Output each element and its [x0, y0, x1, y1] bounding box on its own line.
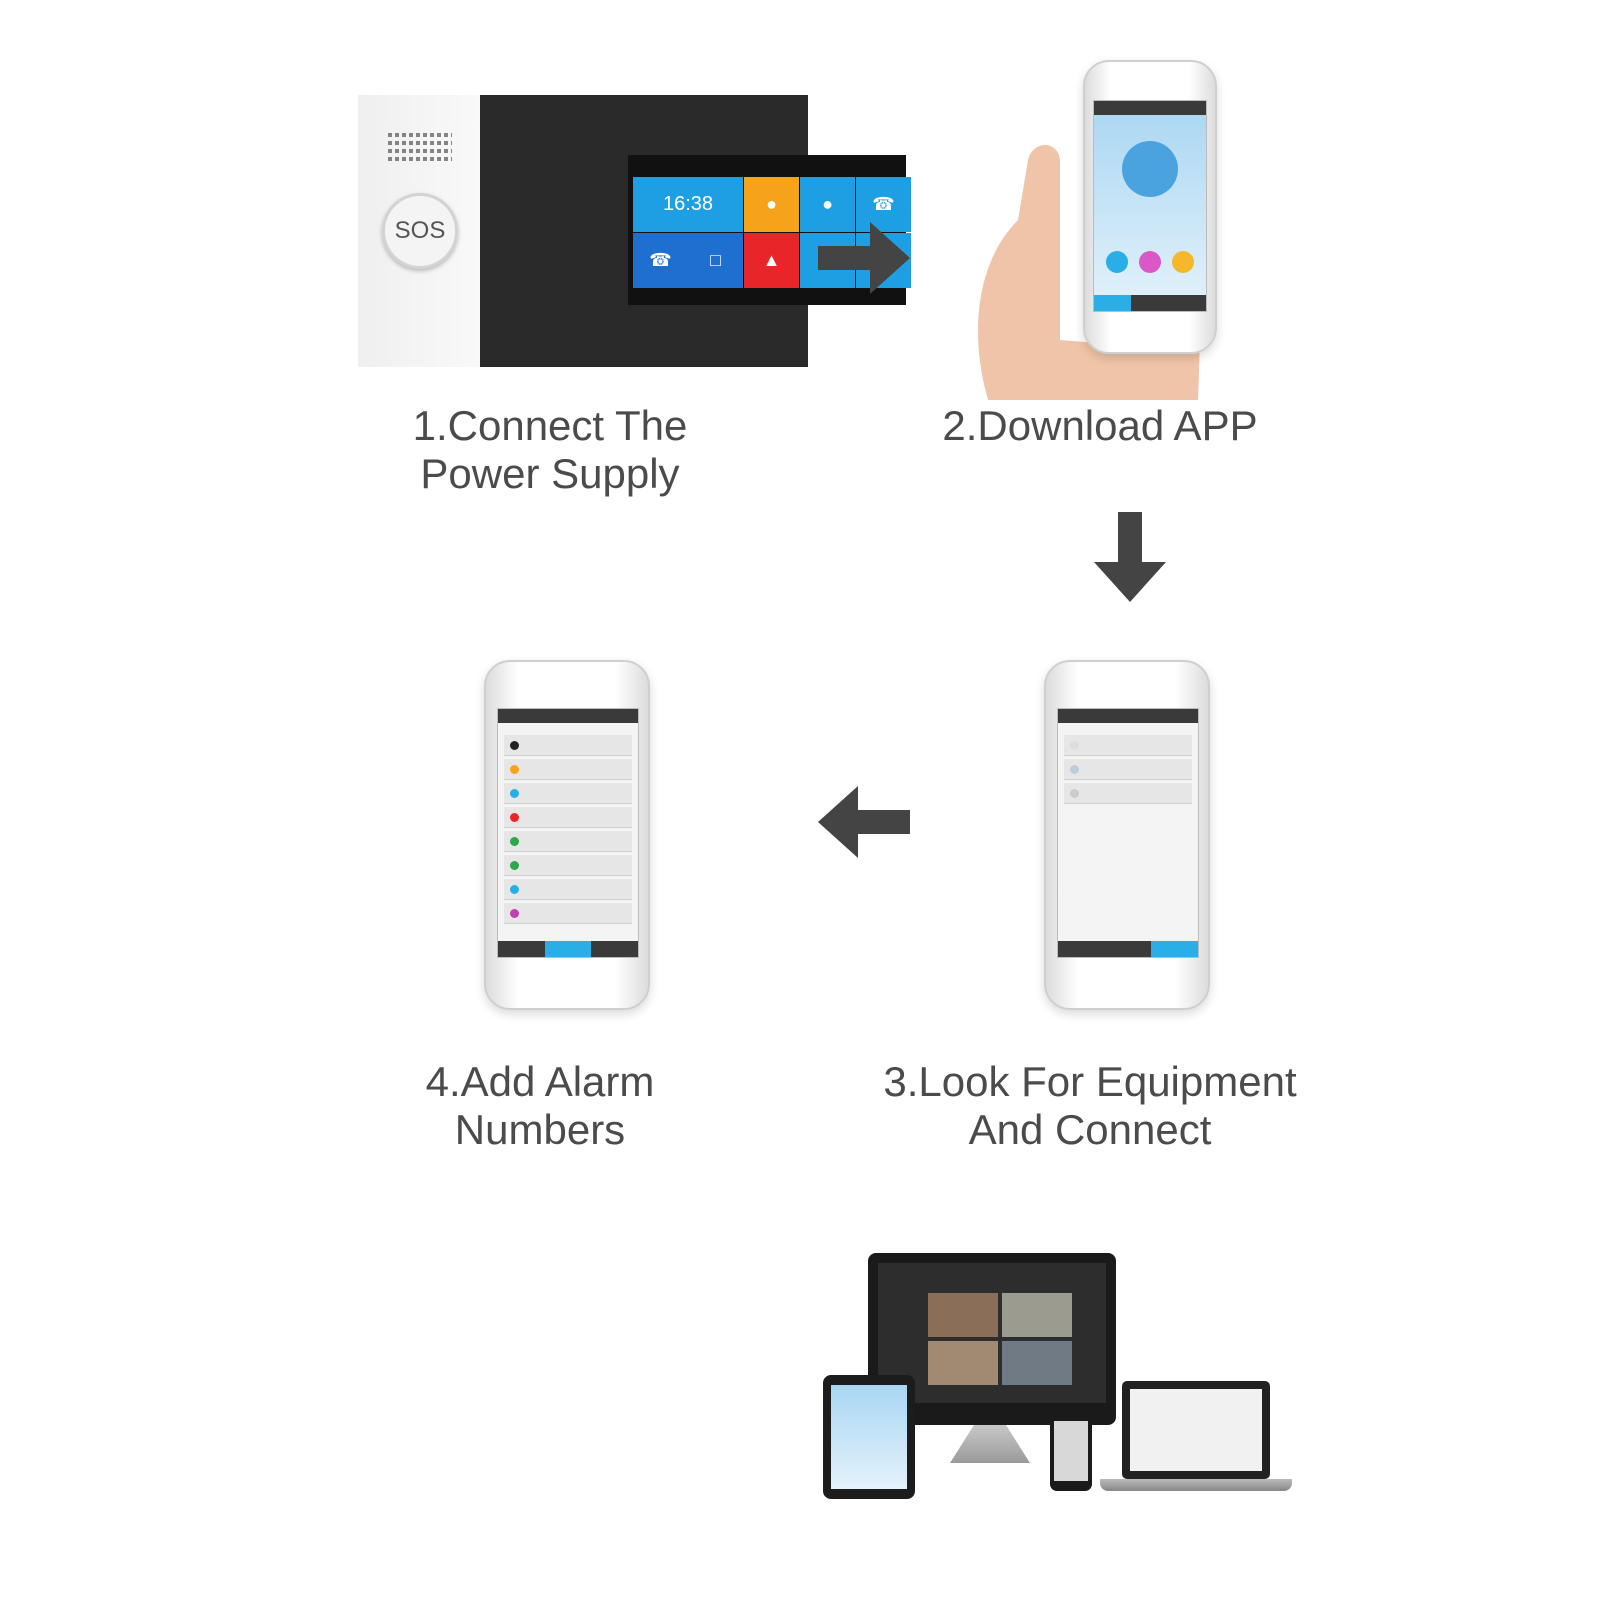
status-bar [1094, 101, 1206, 115]
hand-image [978, 145, 1211, 400]
panel-clock: 16:38 [662, 193, 714, 215]
step-4-caption: 4.Add Alarm Numbers [380, 1058, 700, 1154]
list-item [504, 735, 632, 756]
step-1-caption: 1.Connect The Power Supply [380, 402, 720, 498]
control-dial-icon [1122, 141, 1178, 197]
phone-equipment [1044, 660, 1210, 1010]
step-4-line-2: Numbers [454, 1106, 626, 1153]
arrow-right-icon [818, 222, 910, 294]
panel-side: SOS [358, 95, 480, 367]
phone-icon: ☎ [633, 233, 688, 288]
step-1-line-2: Power Supply [420, 450, 680, 497]
list-item [1064, 759, 1192, 780]
app-button-icon [1139, 251, 1161, 273]
step-3-line-2: And Connect [968, 1106, 1212, 1153]
status-bar [498, 709, 638, 723]
list-item [504, 903, 632, 924]
list-item [504, 831, 632, 852]
smart-home-screen [1057, 708, 1199, 958]
tablet [823, 1375, 915, 1499]
app-button-icon [1172, 251, 1194, 273]
list-item [1064, 783, 1192, 804]
message-icon: □ [688, 233, 743, 288]
small-phone [1050, 1413, 1092, 1491]
step-2-line-1: 2.Download APP [942, 402, 1258, 449]
alarm-control-panel: SOS 16:38 ● ● ☎ ☎ □ ▲ ⌂ ○ [358, 95, 911, 367]
sos-button: SOS [382, 193, 458, 269]
monitor-stand [950, 1425, 1030, 1463]
list-item [504, 807, 632, 828]
list-item [504, 855, 632, 876]
siren-icon: ▲ [744, 233, 799, 288]
list-item [504, 759, 632, 780]
laptop [1122, 1381, 1270, 1479]
status-bar [1058, 709, 1198, 723]
phone-download [1083, 60, 1217, 354]
laptop-base [1100, 1479, 1292, 1491]
step-1-line-1: 1.Connect The [412, 402, 688, 449]
list-item [1064, 735, 1192, 756]
lock-icon: ● [744, 177, 799, 232]
list-item [504, 879, 632, 900]
phone-alarm-numbers [484, 660, 650, 1010]
panel-front: 16:38 ● ● ☎ ☎ □ ▲ ⌂ ○ [480, 95, 911, 367]
monitor-screen [878, 1263, 1106, 1403]
panel-screen: 16:38 ● ● ☎ ☎ □ ▲ ⌂ ○ [628, 155, 911, 305]
phone-icon: ☎ [856, 177, 911, 232]
step-3-caption: 3.Look For Equipment And Connect [860, 1058, 1320, 1154]
tab-bar [1094, 295, 1206, 311]
speaker-grille [388, 133, 452, 161]
settings-screen [497, 708, 639, 958]
app-button-icon [1106, 251, 1128, 273]
arrow-down-icon [1094, 512, 1166, 602]
monitor [868, 1253, 1116, 1425]
app-screen [1093, 100, 1207, 312]
tab-bar [1058, 941, 1199, 957]
arrow-left-icon [818, 786, 910, 858]
step-2-caption: 2.Download APP [920, 402, 1280, 450]
list-item [504, 783, 632, 804]
clock-tile: 16:38 [633, 177, 743, 232]
tab-bar [498, 941, 638, 957]
lock-icon: ● [800, 177, 855, 232]
step-3-line-1: 3.Look For Equipment [883, 1058, 1297, 1105]
step-4-line-1: 4.Add Alarm [425, 1058, 655, 1105]
